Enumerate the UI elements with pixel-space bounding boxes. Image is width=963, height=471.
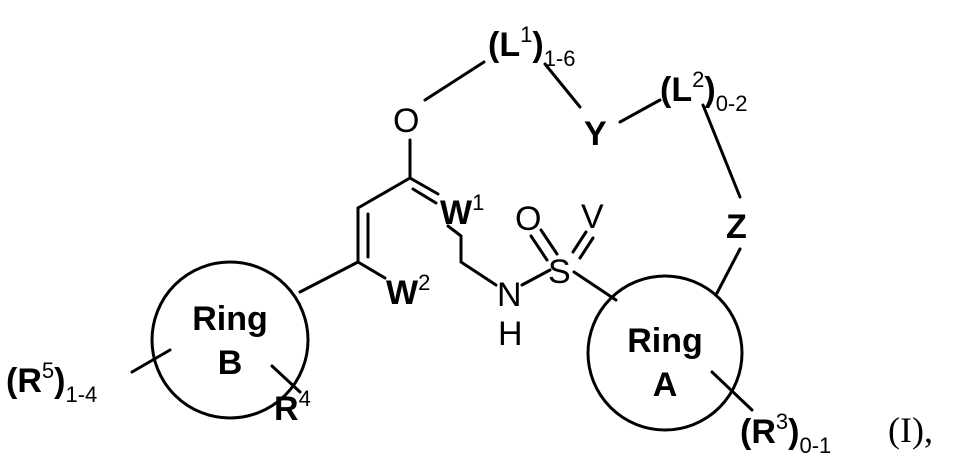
bond-y-l2 <box>620 100 660 122</box>
ring-a-label-line2: A <box>653 366 678 404</box>
nitrogen-label: N <box>497 276 522 314</box>
ring-a-label-line1: Ring <box>627 322 703 360</box>
w1-label: W1 <box>440 190 484 232</box>
bond-c-ch <box>358 178 410 208</box>
bond-s-o-double <box>531 236 547 260</box>
bond-l2-z <box>703 105 740 197</box>
bond-s-v-double <box>580 238 593 258</box>
l1-label: (L1)1-6 <box>488 22 575 71</box>
r3-label: (R3)0-1 <box>740 409 831 458</box>
formula-number: (I), <box>888 410 933 450</box>
bond-c2-n <box>461 262 496 285</box>
bond-o-l1 <box>425 62 484 100</box>
y-label: Y <box>584 115 607 153</box>
bond-r5 <box>132 350 170 372</box>
z-label: Z <box>726 208 747 246</box>
r5-label: (R5)1-4 <box>6 358 97 407</box>
bond-r3 <box>712 372 752 410</box>
bond-r4 <box>272 366 300 392</box>
sulfur-label: S <box>548 253 571 291</box>
bond-n-s <box>522 270 550 285</box>
oxygen-label: O <box>393 102 419 140</box>
bond-c-ringb <box>300 262 358 292</box>
bond-c-w1 <box>410 178 438 194</box>
r4-label: R4 <box>274 386 311 428</box>
bond-c-w2 <box>358 262 385 278</box>
w2-label: W2 <box>386 270 430 312</box>
v-label: V <box>581 198 604 236</box>
l2-label: (L2)0-2 <box>660 67 747 116</box>
bond-s-o <box>541 230 557 254</box>
sulfonyl-oxygen-label: O <box>515 200 541 238</box>
ring-b-label-line2: B <box>218 344 243 382</box>
bond-z-ringa <box>717 249 740 293</box>
hydrogen-label: H <box>498 315 523 353</box>
bond-s-ringa <box>574 272 616 300</box>
ring-b-label-line1: Ring <box>192 300 268 338</box>
